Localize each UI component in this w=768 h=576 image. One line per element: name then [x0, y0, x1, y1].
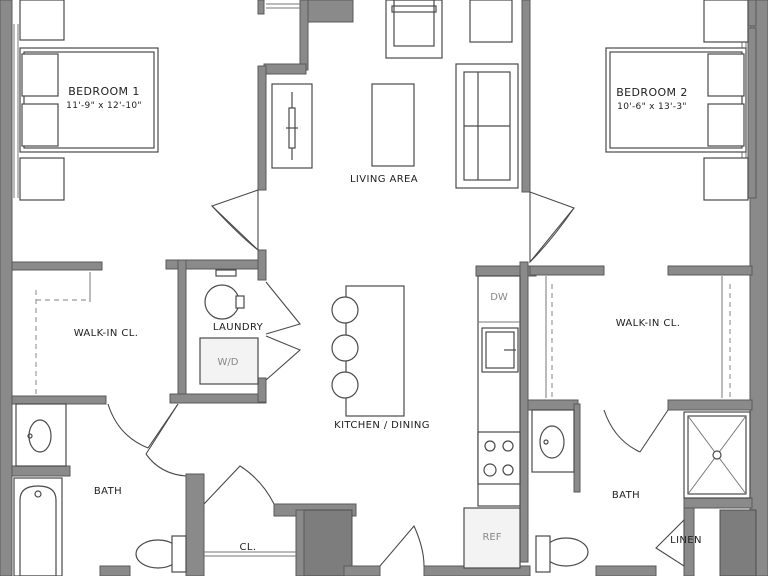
walkin2-label: WALK-IN CL. — [616, 318, 681, 329]
kitchen-dining: KITCHEN / DINING DW REF — [331, 275, 521, 569]
exterior-wall-left — [0, 0, 13, 576]
wall-walkin2-north — [667, 265, 753, 276]
wall-closet-east — [295, 509, 305, 576]
wall-walkin2-nw — [529, 265, 605, 276]
wall-laundry-west — [177, 259, 187, 401]
laundry-label: LAUNDRY — [213, 322, 264, 333]
armchair-icon — [385, 0, 443, 59]
linen-label: LINEN — [670, 535, 702, 546]
walkin-closet-2: WALK-IN CL. — [545, 276, 731, 453]
nightstand-icon — [703, 157, 749, 201]
stool-icon — [331, 296, 359, 324]
kitchen-label: KITCHEN / DINING — [334, 420, 430, 431]
walkin-closet-1: WALK-IN CL. — [35, 272, 179, 449]
nightstand-icon — [703, 0, 749, 43]
coffee-table-icon — [371, 83, 415, 167]
closet: CL. — [203, 465, 296, 557]
bedroom2-size: 10'-6" x 13'-3" — [617, 102, 687, 112]
closet-label: CL. — [240, 542, 257, 553]
wall-entry-west — [343, 565, 381, 576]
bedroom1-label: BEDROOM 1 — [68, 85, 140, 98]
wall-bath2-north — [527, 399, 579, 411]
bath2-label: BATH — [612, 490, 640, 501]
pillow-icon — [21, 103, 59, 147]
wall-bedroom2-west — [521, 0, 531, 193]
wall-ledge-top — [263, 63, 307, 75]
sink-icon — [28, 419, 52, 453]
dishwasher-label: DW — [490, 292, 508, 303]
wall-column-bottom-right — [719, 509, 757, 576]
walkin1-label: WALK-IN CL. — [74, 328, 139, 339]
wall-kitchen-east — [519, 261, 529, 563]
bath-2: BATH LINEN — [531, 409, 751, 573]
wall-laundry-se — [257, 377, 267, 403]
side-table-icon — [469, 0, 513, 43]
wall-bath2-vanity — [573, 403, 581, 493]
wall-closet-west — [185, 473, 205, 576]
wall-bath1-north — [11, 395, 107, 405]
stool-icon — [331, 334, 359, 362]
wall-laundry-ne — [257, 249, 267, 281]
bath1-label: BATH — [94, 486, 122, 497]
washer-dryer-icon — [199, 337, 259, 385]
pillow-icon — [707, 53, 745, 97]
wall-partition-top — [299, 0, 309, 71]
wall-bath2-south — [595, 565, 657, 576]
wall-bath2-ne — [667, 399, 753, 411]
wall-walkin1-north — [11, 261, 103, 271]
water-heater-icon — [204, 284, 240, 320]
sink-icon — [539, 425, 565, 459]
bedroom1-size: 11'-9" x 12'-10" — [66, 101, 142, 111]
nightstand-icon — [19, 0, 65, 41]
bedroom2-label: BEDROOM 2 — [616, 86, 688, 99]
wall-column-bottom — [301, 509, 353, 576]
bedroom-2: BEDROOM 2 10'-6" x 13'-3" — [605, 0, 749, 201]
wall-stub-top — [257, 0, 265, 15]
wall-linen-north — [683, 497, 753, 509]
shelf-icon — [215, 269, 237, 277]
wall-bedroom1-east — [257, 65, 267, 191]
bedroom-doors — [210, 189, 575, 264]
wall-window-right — [747, 27, 757, 199]
wall-column-top — [302, 0, 354, 23]
wall-laundry-south — [169, 393, 267, 404]
bathtub-icon — [13, 477, 63, 576]
nightstand-icon — [19, 157, 65, 201]
living-area: LIVING AREA — [350, 0, 519, 189]
living-area-label: LIVING AREA — [350, 174, 418, 185]
cooktop-icon — [477, 431, 521, 485]
entry-door — [379, 524, 425, 567]
stool-icon — [331, 371, 359, 399]
laundry: W/D LAUNDRY — [199, 269, 302, 385]
wall-bath1-mid — [11, 465, 71, 477]
bedroom-1: BEDROOM 1 11'-9" x 12'-10" — [19, 0, 313, 201]
wall-bath1-south — [99, 565, 131, 576]
pillow-icon — [707, 103, 745, 147]
bath-1: BATH — [13, 403, 187, 576]
washer-dryer-label: W/D — [218, 357, 239, 368]
pillow-icon — [21, 53, 59, 97]
refrigerator-icon — [463, 507, 521, 569]
refrigerator-label: REF — [482, 532, 501, 543]
